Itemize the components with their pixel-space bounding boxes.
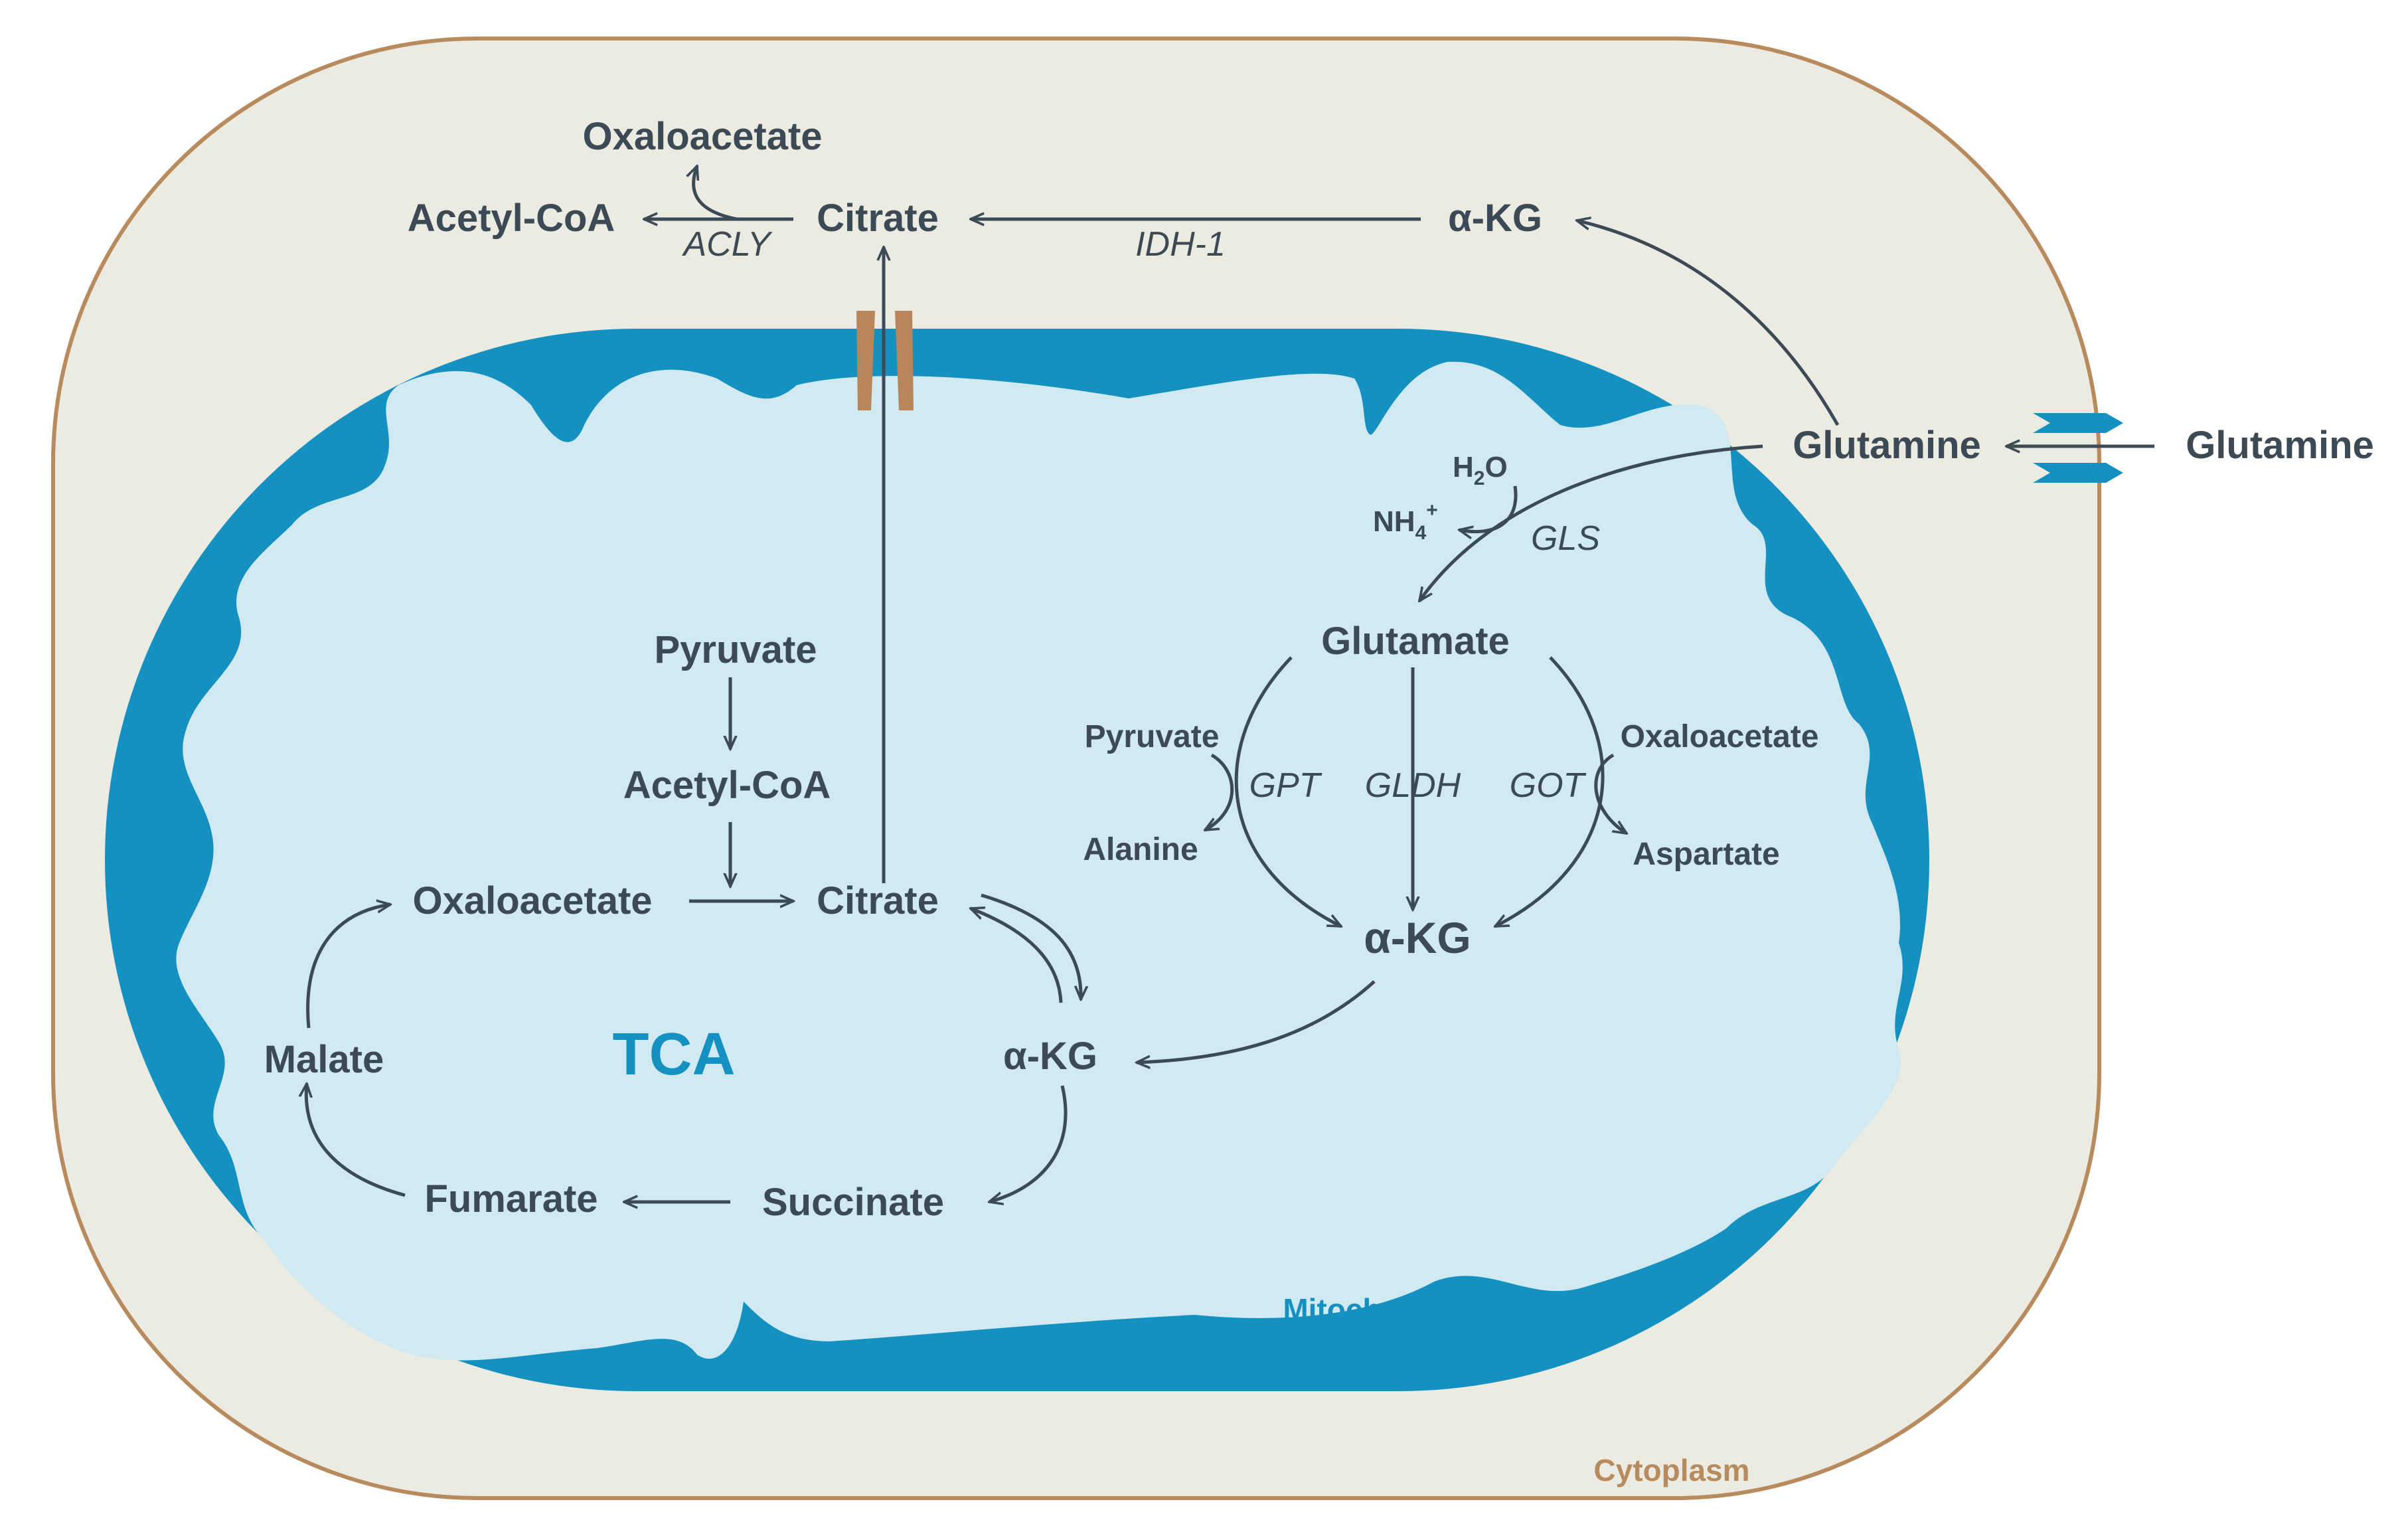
label-acetyl-coa-mito: Acetyl-CoA (623, 764, 831, 807)
arrow-akg-to-succinate (989, 1085, 1068, 1202)
label-glutamate: Glutamate (1321, 620, 1510, 663)
enzyme-idh1: IDH-1 (1135, 225, 1226, 264)
label-pyruvate-gpt: Pyruvate (1085, 719, 1220, 754)
label-cytoplasm: Cytoplasm (1593, 1453, 1749, 1487)
label-fumarate: Fumarate (424, 1177, 598, 1221)
arrow-akg-to-citrate-reverse (971, 908, 1063, 1003)
enzyme-acly: ACLY (681, 225, 772, 264)
arrow-akg-to-tca (1137, 980, 1376, 1062)
arrow-fumarate-to-malate (306, 1084, 406, 1197)
arrow-acly-to-oxaloacetate (694, 166, 738, 221)
glutamine-transporter-top (2033, 413, 2123, 433)
label-oxaloacetate-tca: Oxaloacetate (412, 879, 652, 922)
arrow-malate-to-oxaloacetate (306, 904, 390, 1029)
arrow-pyruvate-to-alanine (1205, 753, 1234, 832)
label-akg-tca: α-KG (1003, 1035, 1097, 1078)
label-succinate: Succinate (762, 1181, 944, 1224)
arrow-gpt (1234, 656, 1341, 928)
citrate-transporter-left (856, 311, 875, 410)
label-glutamine-cyto: Glutamine (1793, 424, 1981, 467)
label-mitochondrion: Mitochondrion (1283, 1292, 1494, 1327)
label-alanine: Alanine (1083, 832, 1198, 867)
enzyme-gls: GLS (1531, 519, 1600, 558)
arrow-got (1495, 656, 1605, 928)
label-akg-glutamate: α-KG (1364, 913, 1471, 962)
label-tca: TCA (613, 1021, 736, 1088)
arrow-citrate-to-akg (981, 893, 1081, 999)
mitochondrion-matrix (176, 361, 1903, 1361)
arrow-oxaloacetate-to-aspartate (1594, 753, 1627, 833)
label-citrate-cyto: Citrate (817, 197, 939, 240)
label-nh4: NH4+ (1373, 499, 1438, 544)
enzyme-gldh: GLDH (1365, 766, 1461, 805)
label-h2o: H2O (1453, 451, 1508, 489)
label-pyruvate-mito: Pyruvate (654, 628, 817, 671)
enzyme-gpt: GPT (1249, 766, 1323, 805)
label-akg-cyto: α-KG (1448, 197, 1542, 240)
citrate-transporter-right (895, 311, 914, 410)
arrow-h2o-to-nh4 (1459, 485, 1518, 532)
arrow-glutamine-to-akg-cyto (1577, 220, 1840, 426)
label-acetyl-coa-cyto: Acetyl-CoA (408, 197, 615, 240)
label-aspartate: Aspartate (1633, 837, 1779, 872)
glutamine-transporter-bottom (2033, 463, 2123, 483)
label-glutamine-ext: Glutamine (2186, 424, 2374, 467)
label-oxaloacetate-got: Oxaloacetate (1621, 719, 1819, 754)
arrow-glutamine-to-glutamate (1419, 444, 1763, 601)
enzyme-got: GOT (1510, 766, 1587, 805)
label-malate: Malate (264, 1038, 384, 1081)
label-citrate-tca: Citrate (817, 879, 939, 922)
label-oxaloacetate-cyto: Oxaloacetate (582, 115, 822, 158)
